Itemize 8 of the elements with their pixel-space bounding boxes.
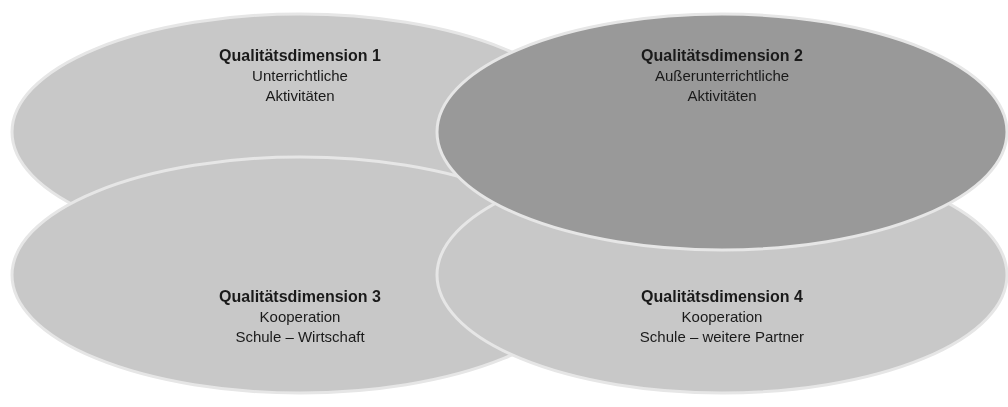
dimension-description: Kooperation Schule – weitere Partner [639,307,805,347]
dimension-heading: Qualitätsdimension 1 [219,46,381,66]
dimension-heading: Qualitätsdimension 3 [219,287,381,307]
dimension-description: Außerunterrichtliche Aktivitäten [654,66,790,106]
dimension-description: Kooperation Schule – Wirtschaft [235,307,365,347]
dimension-description: Unterrichtliche Aktivitäten [252,66,348,106]
dimension-heading: Qualitätsdimension 4 [641,287,803,307]
dimension-heading: Qualitätsdimension 2 [641,46,803,66]
